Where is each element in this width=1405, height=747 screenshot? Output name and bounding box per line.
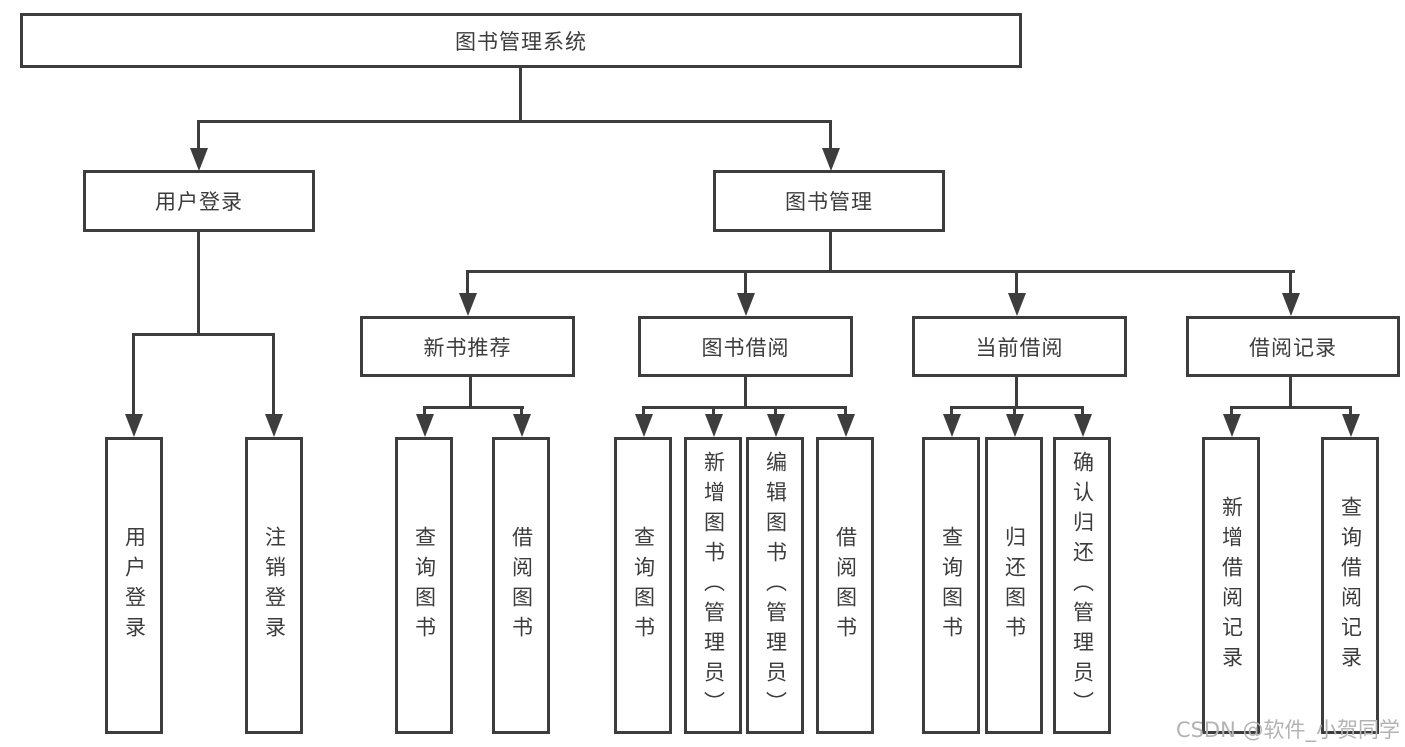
node-label: 图书管理 bbox=[785, 190, 873, 214]
connector-line bbox=[423, 406, 426, 418]
arrowhead-down-icon bbox=[1342, 414, 1360, 437]
node-label: 查询借阅记录 bbox=[1338, 495, 1363, 676]
node-label: 新增图书（管理员） bbox=[701, 450, 726, 721]
connector-line bbox=[466, 270, 1295, 273]
connector-line bbox=[744, 270, 747, 296]
connector-line bbox=[469, 377, 472, 409]
node-label: 编辑图书（管理员） bbox=[763, 450, 788, 721]
connector-line bbox=[1015, 270, 1018, 296]
leaf-return-books: 归还图书 bbox=[985, 437, 1043, 734]
connector-line bbox=[197, 120, 832, 123]
connector-line bbox=[642, 406, 645, 418]
node-new-book-recommendation: 新书推荐 bbox=[360, 316, 575, 377]
leaf-query-books-borrowing: 查询图书 bbox=[614, 437, 672, 734]
connector-line bbox=[1081, 406, 1084, 418]
arrowhead-down-icon bbox=[822, 148, 840, 171]
connector-line bbox=[744, 377, 747, 409]
node-book-borrowing: 图书借阅 bbox=[638, 316, 853, 377]
connector-line bbox=[950, 406, 953, 418]
connector-line bbox=[1289, 377, 1292, 409]
connector-line bbox=[844, 406, 847, 418]
node-label: 用户登录 bbox=[155, 190, 243, 214]
connector-line bbox=[829, 232, 832, 273]
node-label: 新书推荐 bbox=[423, 335, 512, 360]
leaf-add-borrow-record: 新增借阅记录 bbox=[1202, 437, 1260, 734]
arrowhead-down-icon bbox=[705, 414, 723, 437]
arrowhead-down-icon bbox=[1008, 293, 1026, 316]
leaf-query-borrow-record: 查询借阅记录 bbox=[1321, 437, 1379, 734]
leaf-borrow-books: 借阅图书 bbox=[816, 437, 874, 734]
connector-line bbox=[423, 406, 524, 409]
node-label: 当前借阅 bbox=[975, 335, 1064, 360]
connector-line bbox=[519, 66, 522, 122]
leaf-confirm-return-admin: 确认归还（管理员） bbox=[1053, 437, 1111, 734]
leaf-add-books-admin: 新增图书（管理员） bbox=[684, 437, 742, 734]
node-label: 查询图书 bbox=[631, 525, 656, 646]
node-label: 新增借阅记录 bbox=[1219, 495, 1244, 676]
connector-line bbox=[712, 406, 715, 418]
arrowhead-down-icon bbox=[513, 414, 531, 437]
node-book-management: 图书管理 bbox=[713, 170, 945, 232]
connector-line bbox=[197, 232, 200, 336]
node-label: 图书借阅 bbox=[701, 335, 790, 360]
connector-line bbox=[829, 120, 832, 152]
connector-line bbox=[1349, 406, 1352, 418]
arrowhead-down-icon bbox=[737, 293, 755, 316]
node-label: 注销登录 bbox=[262, 525, 287, 646]
node-label: 图书管理系统 bbox=[455, 29, 587, 54]
arrowhead-down-icon bbox=[1223, 414, 1241, 437]
arrowhead-down-icon bbox=[265, 414, 283, 437]
node-label: 归还图书 bbox=[1002, 525, 1027, 646]
node-label: 借阅记录 bbox=[1249, 335, 1337, 360]
node-label: 查询图书 bbox=[412, 525, 437, 646]
connector-line bbox=[1015, 377, 1018, 409]
connector-line bbox=[132, 333, 135, 417]
arrowhead-down-icon bbox=[416, 414, 434, 437]
connector-line bbox=[520, 406, 523, 418]
leaf-query-books-recommend: 查询图书 bbox=[395, 437, 453, 734]
node-library-management-system: 图书管理系统 bbox=[20, 13, 1022, 68]
node-borrowing-records: 借阅记录 bbox=[1186, 316, 1400, 377]
csdn-watermark: CSDN @软件_小贺同学 bbox=[1175, 718, 1400, 742]
arrowhead-down-icon bbox=[943, 414, 961, 437]
connector-line bbox=[1013, 406, 1016, 418]
node-label: 用户登录 bbox=[122, 525, 147, 646]
node-current-borrowing: 当前借阅 bbox=[912, 316, 1127, 377]
connector-line bbox=[950, 406, 1084, 409]
arrowhead-down-icon bbox=[190, 148, 208, 171]
node-label: 确认归还（管理员） bbox=[1070, 450, 1095, 721]
connector-line bbox=[774, 406, 777, 418]
arrowhead-down-icon bbox=[1006, 414, 1024, 437]
leaf-borrow-books-recommend: 借阅图书 bbox=[492, 437, 550, 734]
node-label: 借阅图书 bbox=[509, 525, 534, 646]
arrowhead-down-icon bbox=[459, 293, 477, 316]
arrowhead-down-icon bbox=[125, 414, 143, 437]
leaf-logout: 注销登录 bbox=[245, 437, 303, 734]
connector-line bbox=[197, 120, 200, 152]
connector-line bbox=[1289, 270, 1292, 296]
connector-line bbox=[1230, 406, 1352, 409]
arrowhead-down-icon bbox=[837, 414, 855, 437]
node-label: 查询图书 bbox=[939, 525, 964, 646]
arrowhead-down-icon bbox=[1074, 414, 1092, 437]
connector-line bbox=[466, 270, 469, 296]
connector-line bbox=[272, 333, 275, 417]
arrowhead-down-icon bbox=[635, 414, 653, 437]
arrowhead-down-icon bbox=[1282, 293, 1300, 316]
connector-line bbox=[132, 333, 275, 336]
leaf-user-login: 用户登录 bbox=[105, 437, 163, 734]
leaf-query-books-current: 查询图书 bbox=[922, 437, 980, 734]
leaf-edit-books-admin: 编辑图书（管理员） bbox=[746, 437, 804, 734]
node-label: 借阅图书 bbox=[833, 525, 858, 646]
node-user-login: 用户登录 bbox=[83, 170, 315, 232]
connector-line bbox=[1230, 406, 1233, 418]
connector-line bbox=[642, 406, 846, 409]
arrowhead-down-icon bbox=[767, 414, 785, 437]
